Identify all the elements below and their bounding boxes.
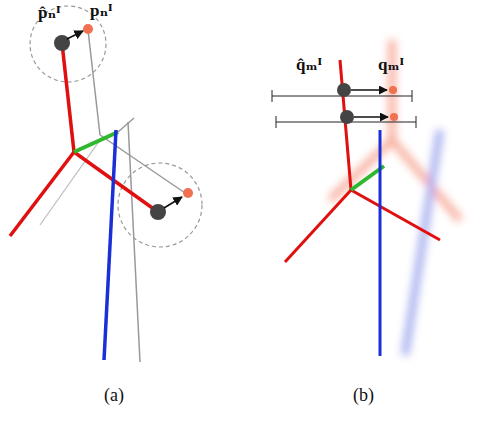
point-label: q̂ₘᴵ: [296, 54, 322, 75]
point-label: pₙᴵ: [90, 0, 112, 21]
skeleton-a: [10, 6, 202, 362]
point-label: p̂ₙᴵ: [38, 2, 60, 23]
panel-label: (a): [104, 385, 124, 406]
skeleton-b: [272, 40, 460, 356]
point-label: qₘᴵ: [378, 54, 404, 75]
panel-label: (b): [353, 385, 374, 406]
